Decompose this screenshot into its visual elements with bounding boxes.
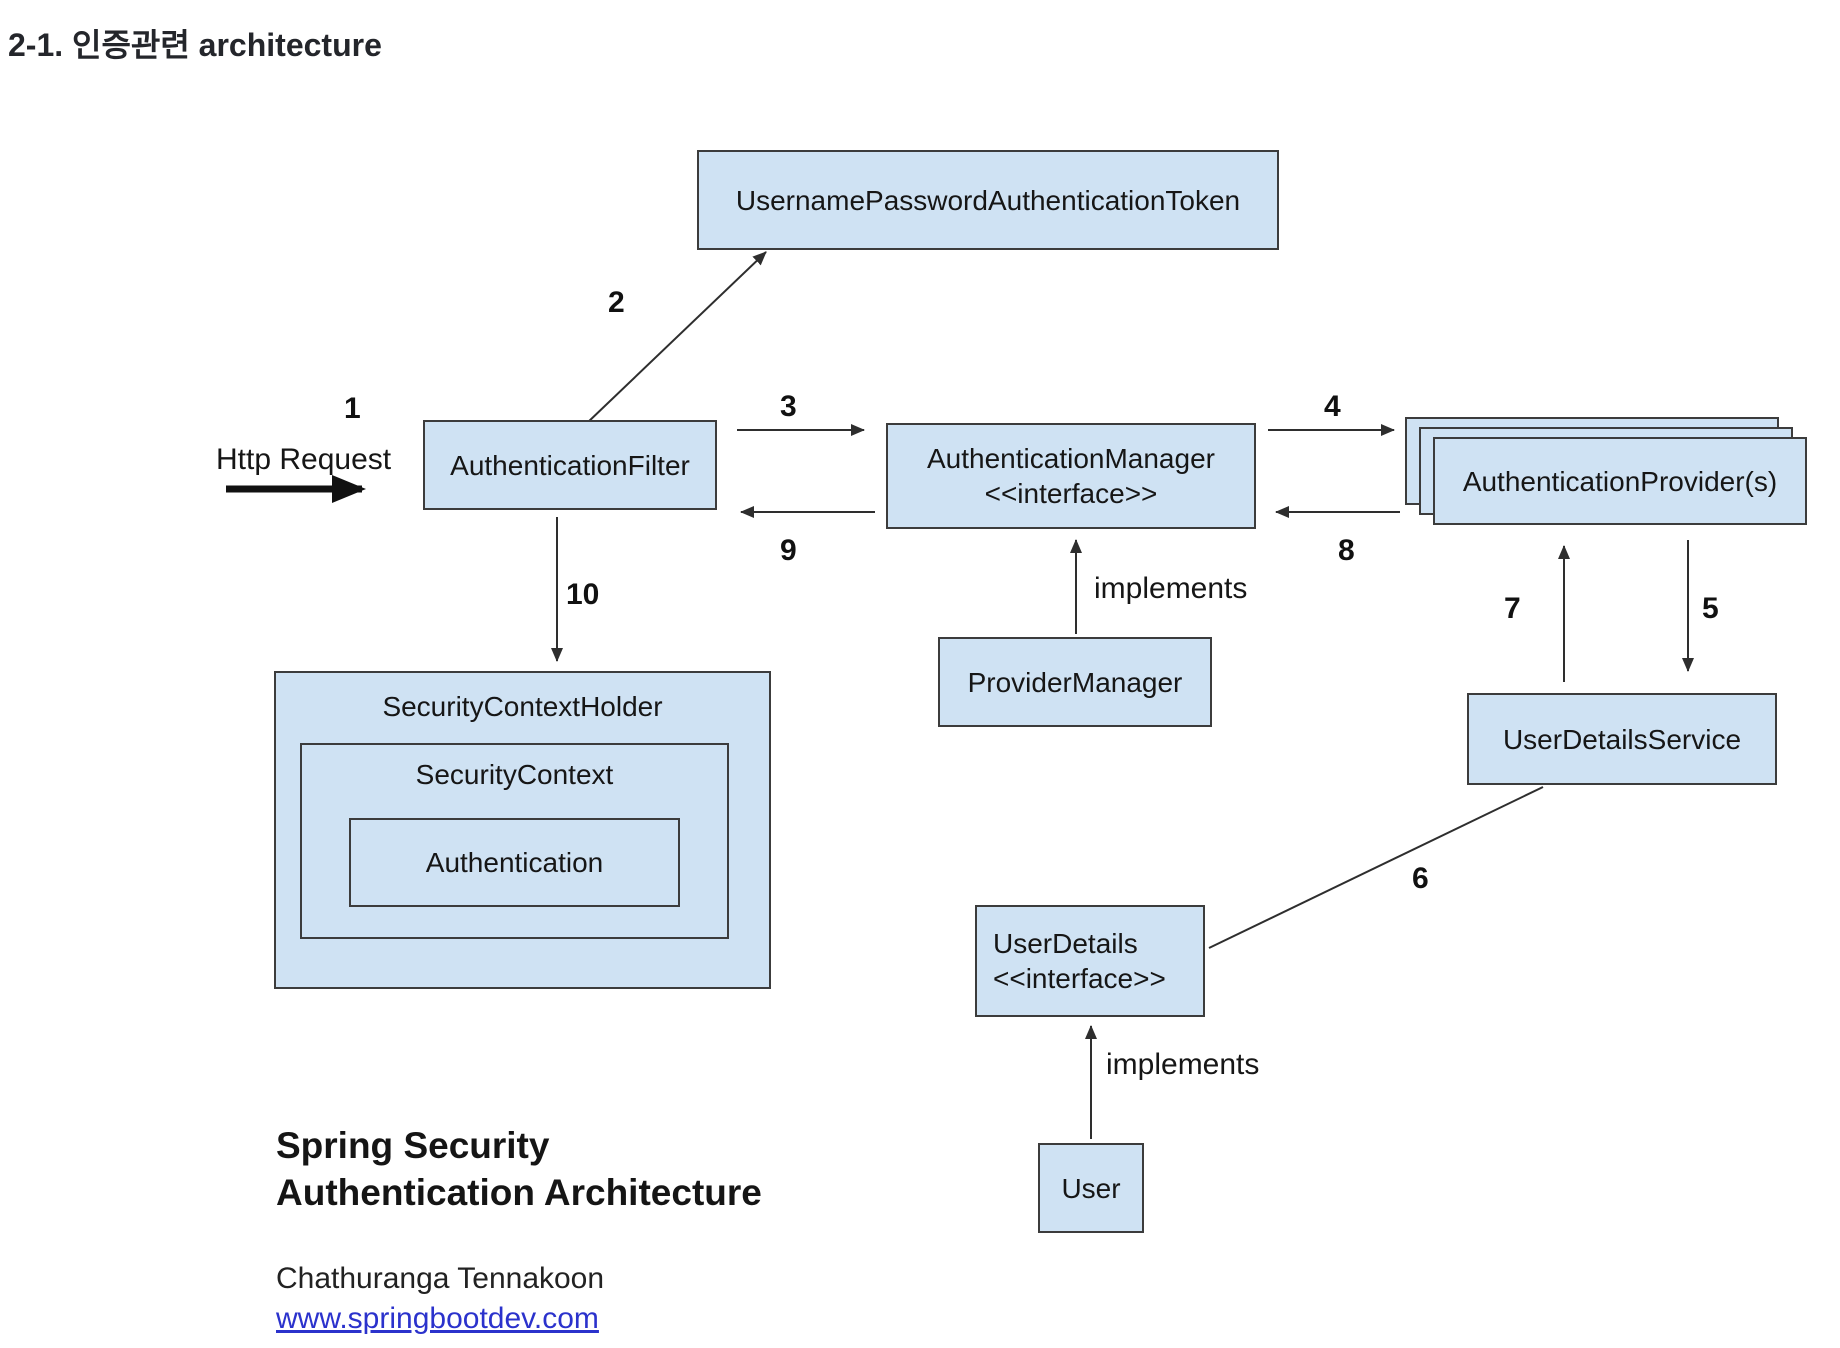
- step-label-8: 8: [1338, 534, 1355, 567]
- node-label: AuthenticationProvider(s): [1462, 465, 1778, 497]
- step-label-2: 2: [608, 286, 625, 319]
- step-label-4: 4: [1324, 390, 1341, 423]
- node-label: UsernamePasswordAuthenticationToken: [735, 184, 1241, 216]
- page-title: 2-1. 인증관련 architecture: [8, 27, 382, 63]
- node-user-details-service: UserDetailsService: [1467, 693, 1777, 785]
- footer-website-link[interactable]: www.springbootdev.com: [276, 1302, 599, 1335]
- footer-title-line2: Authentication Architecture: [276, 1172, 762, 1214]
- node-label: SecurityContextHolder: [382, 691, 663, 722]
- step-label-10: 10: [566, 578, 600, 611]
- http-request-label: Http Request: [216, 443, 392, 476]
- node-label: Authentication: [425, 847, 604, 878]
- node-stereotype: <<interface>>: [984, 478, 1158, 509]
- node-label: UserDetailsService: [1502, 723, 1742, 755]
- step-label-3: 3: [780, 390, 797, 423]
- node-user-details: UserDetails <<interface>>: [975, 905, 1205, 1017]
- node-authentication-filter: AuthenticationFilter: [423, 420, 717, 510]
- node-authentication: Authentication: [349, 818, 680, 907]
- node-authentication-manager: AuthenticationManager <<interface>>: [886, 423, 1256, 529]
- node-username-password-authentication-token: UsernamePasswordAuthenticationToken: [697, 150, 1279, 250]
- footer-title-line1: Spring Security: [276, 1125, 550, 1166]
- node-label: AuthenticationManager: [927, 443, 1215, 474]
- node-label: UserDetails: [993, 928, 1138, 959]
- step-label-6: 6: [1412, 862, 1429, 895]
- footer-author: Chathuranga Tennakoon: [276, 1262, 605, 1295]
- arrow-step-6: [1208, 786, 1544, 949]
- arrow-step-2: [585, 251, 767, 425]
- node-provider-manager: ProviderManager: [938, 637, 1212, 727]
- step-label-9: 9: [780, 534, 797, 567]
- step-label-1: 1: [344, 392, 361, 425]
- implements-label-user: implements: [1106, 1048, 1260, 1081]
- node-label: ProviderManager: [967, 666, 1183, 698]
- node-label: User: [1061, 1172, 1121, 1204]
- step-label-7: 7: [1504, 592, 1521, 625]
- implements-label-provider-manager: implements: [1094, 572, 1248, 605]
- node-label: AuthenticationFilter: [450, 449, 690, 481]
- node-user: User: [1038, 1143, 1144, 1233]
- node-stereotype: <<interface>>: [993, 963, 1166, 994]
- node-label: SecurityContext: [415, 759, 614, 790]
- footer-diagram-title: Spring Security Authentication Architect…: [276, 1122, 762, 1217]
- step-label-5: 5: [1702, 592, 1719, 625]
- node-authentication-providers: AuthenticationProvider(s): [1433, 437, 1807, 525]
